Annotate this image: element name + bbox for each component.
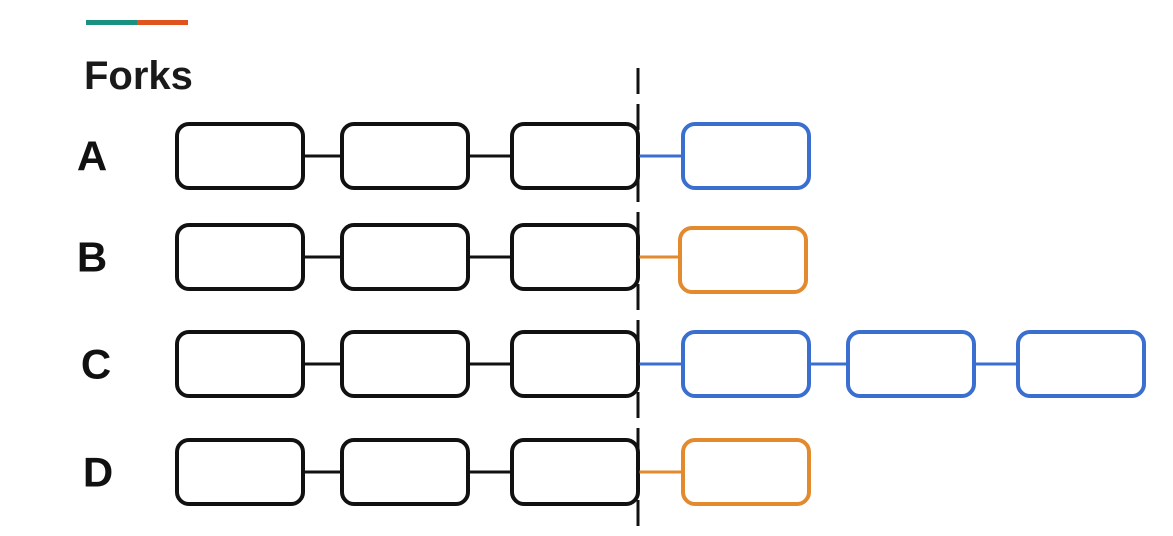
row-label-d: D	[83, 449, 113, 496]
block-d-1	[175, 438, 305, 506]
block-b-1	[175, 223, 305, 291]
accent-bar-teal	[86, 20, 137, 25]
block-d-3	[510, 438, 640, 506]
block-c-2	[340, 330, 470, 398]
block-d-2	[340, 438, 470, 506]
block-b-2	[340, 223, 470, 291]
block-b-3	[510, 223, 640, 291]
fork-block-c-2	[846, 330, 976, 398]
row-label-c: C	[81, 341, 111, 388]
row-label-b: B	[77, 234, 107, 281]
fork-block-c-1	[681, 330, 811, 398]
fork-block-a-1	[681, 122, 811, 190]
accent-bar	[86, 20, 188, 25]
block-a-2	[340, 122, 470, 190]
block-c-3	[510, 330, 640, 398]
fork-block-d-1	[681, 438, 811, 506]
fork-block-c-3	[1016, 330, 1146, 398]
block-a-1	[175, 122, 305, 190]
block-c-1	[175, 330, 305, 398]
row-label-a: A	[77, 133, 107, 180]
block-a-3	[510, 122, 640, 190]
accent-bar-orange	[137, 20, 188, 25]
fork-block-b-1	[678, 226, 808, 294]
page-title: Forks	[84, 54, 193, 98]
